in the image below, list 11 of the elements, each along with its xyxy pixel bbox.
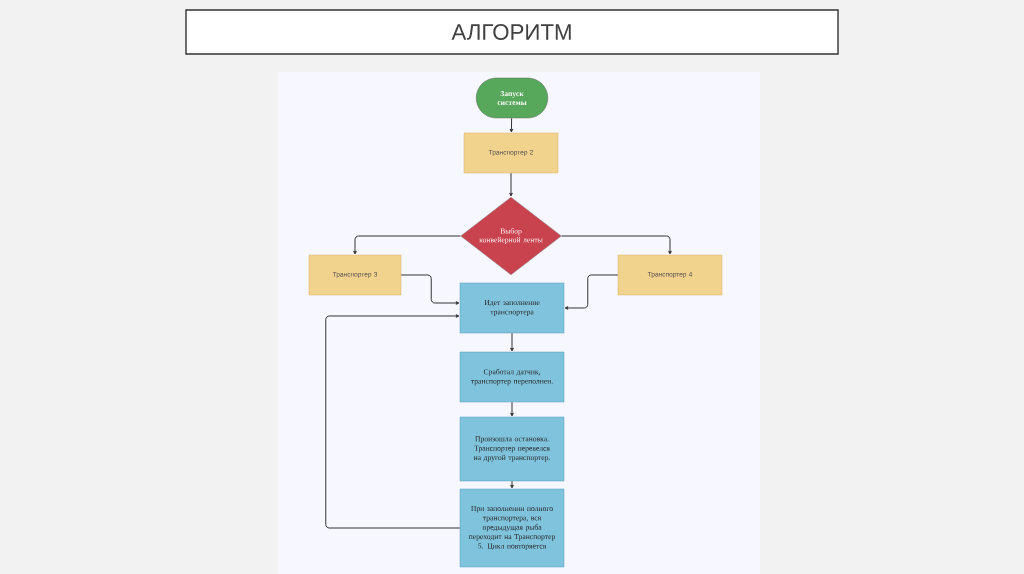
arrow [564, 274, 619, 310]
arrow [509, 117, 514, 133]
arrow [510, 332, 514, 352]
arrow [353, 235, 461, 255]
arrow [561, 235, 672, 255]
arrow [400, 274, 460, 305]
title-banner: АЛГОРИТМ [185, 9, 839, 55]
arrow [325, 314, 461, 529]
arrow [509, 172, 513, 197]
arrow [510, 401, 514, 417]
arrow [510, 480, 514, 489]
